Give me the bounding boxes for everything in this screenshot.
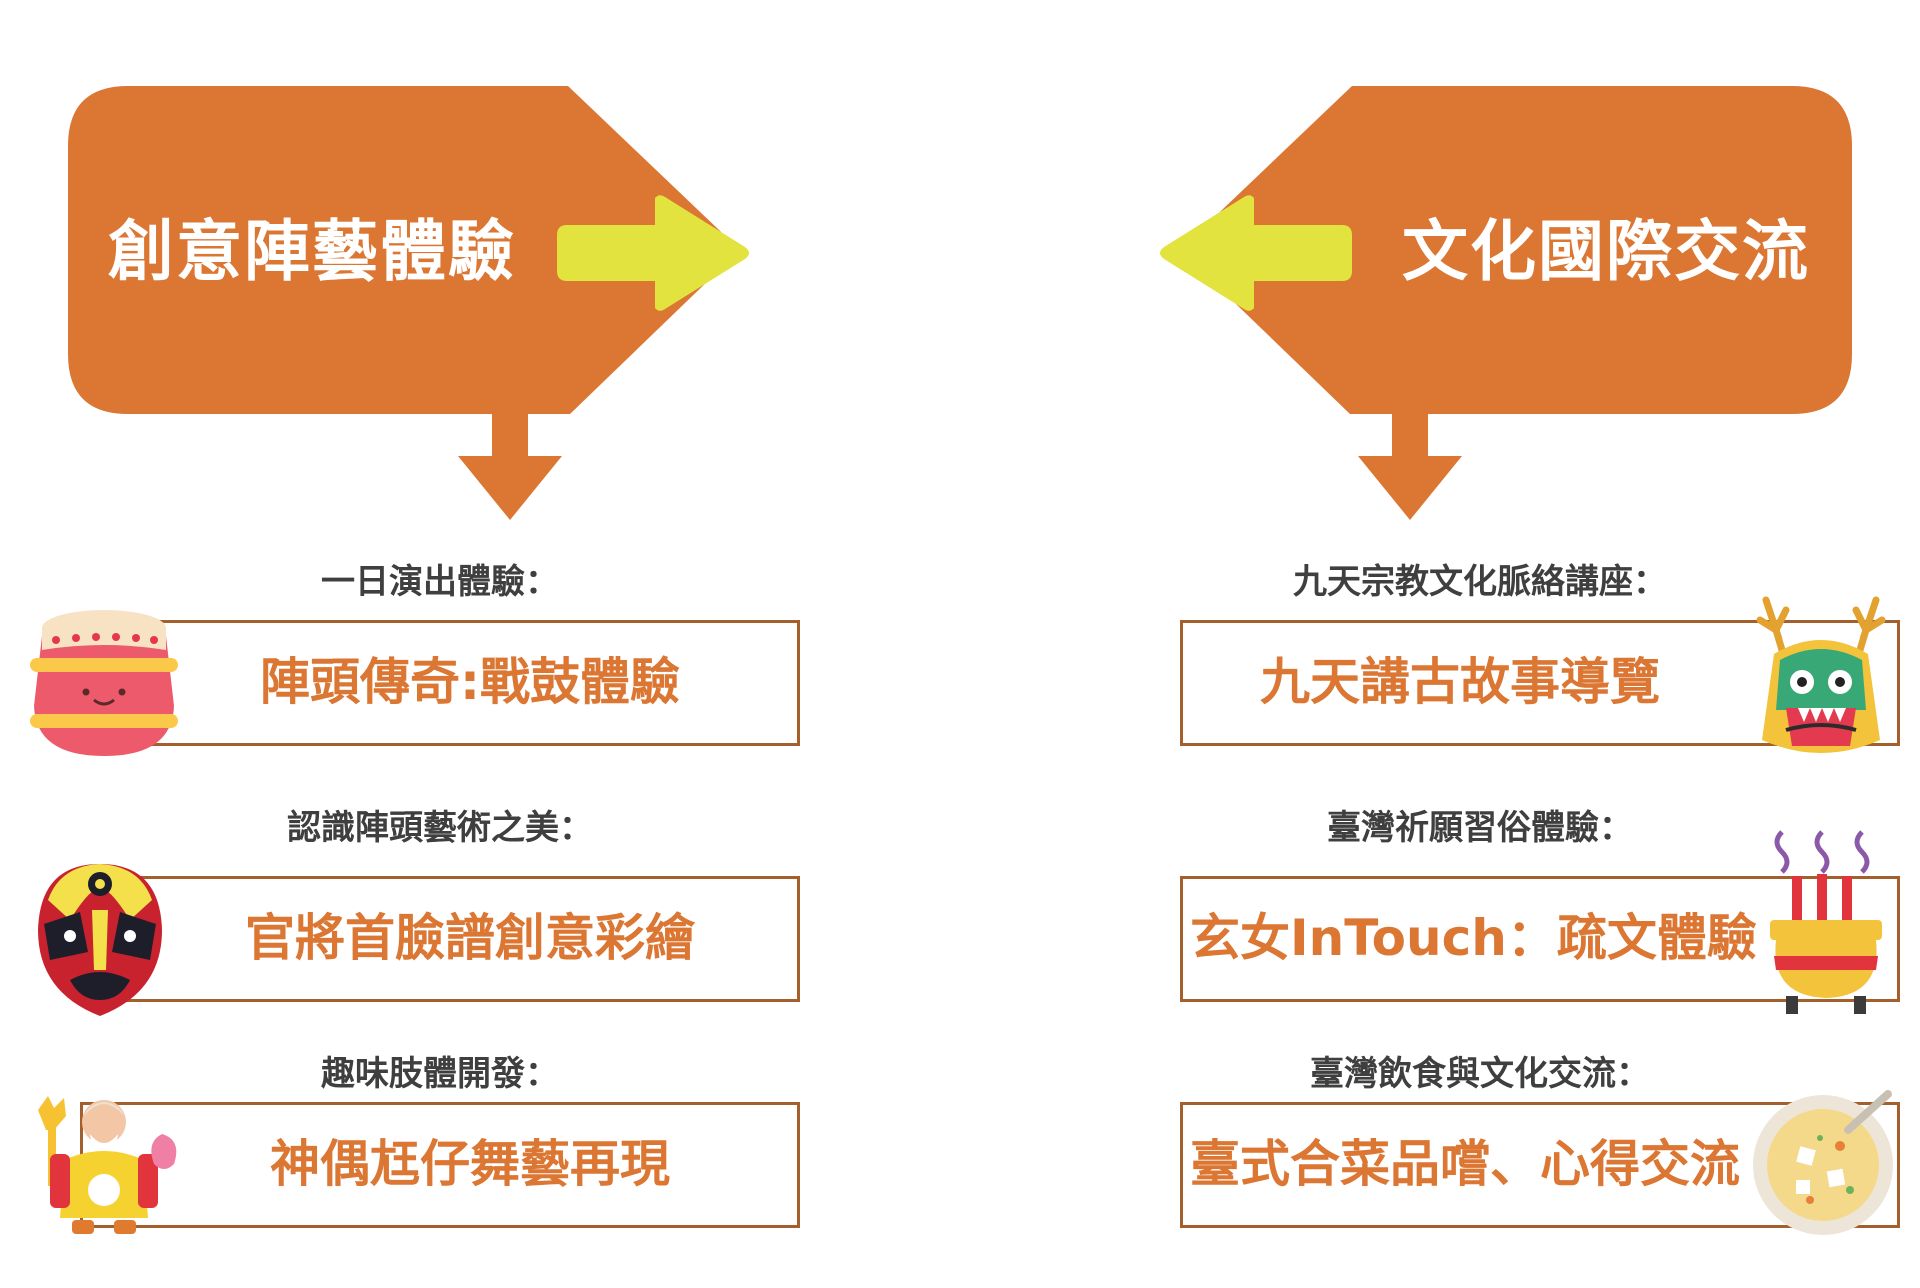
left-item-2-activity: 官將首臉譜創意彩繪 [245,909,695,967]
right-item-2-activity: 玄女InTouch：疏文體驗 [1190,909,1757,967]
left-item-1-activity: 陣頭傳奇:戰鼓體驗 [260,653,680,711]
left-item-3-box [80,1102,800,1228]
drum-icon [30,610,178,756]
left-item-1-box [80,620,800,746]
left-banner-shape [68,86,740,520]
right-banner-heading: 文化國際交流 [1402,213,1810,290]
right-item-2-subtitle: 臺灣祈願習俗體驗： [1327,808,1633,848]
right-item-1-activity: 九天講古故事導覽 [1260,653,1660,711]
left-banner-heading: 創意陣藝體驗 [108,213,516,290]
right-item-3-subtitle: 臺灣飲食與文化交流： [1310,1054,1650,1094]
right-item-1-subtitle: 九天宗教文化脈絡講座： [1293,562,1667,602]
left-item-2-subtitle: 認識陣頭藝術之美： [287,808,593,848]
right-banner-shape [1180,86,1852,520]
dragon-dance-icon [1756,596,1886,753]
right-pointing-arrow-icon [557,195,749,311]
deity-puppet-icon [38,1096,177,1234]
left-item-3-subtitle: 趣味肢體開發： [321,1054,559,1094]
left-banner: 創意陣藝體驗 [0,0,780,520]
right-banner: 文化國際交流 [1140,0,1920,520]
soup-bowl-icon [1753,1090,1893,1235]
left-item-2-box [80,876,800,1002]
incense-burner-icon [1770,830,1882,1014]
right-item-3-activity: 臺式合菜品嚐、心得交流 [1190,1135,1740,1193]
opera-mask-icon [38,864,162,1016]
left-item-3-activity: 神偶尪仔舞藝再現 [270,1135,670,1193]
left-pointing-arrow-icon [1160,195,1352,311]
left-item-1-subtitle: 一日演出體驗： [321,562,559,602]
